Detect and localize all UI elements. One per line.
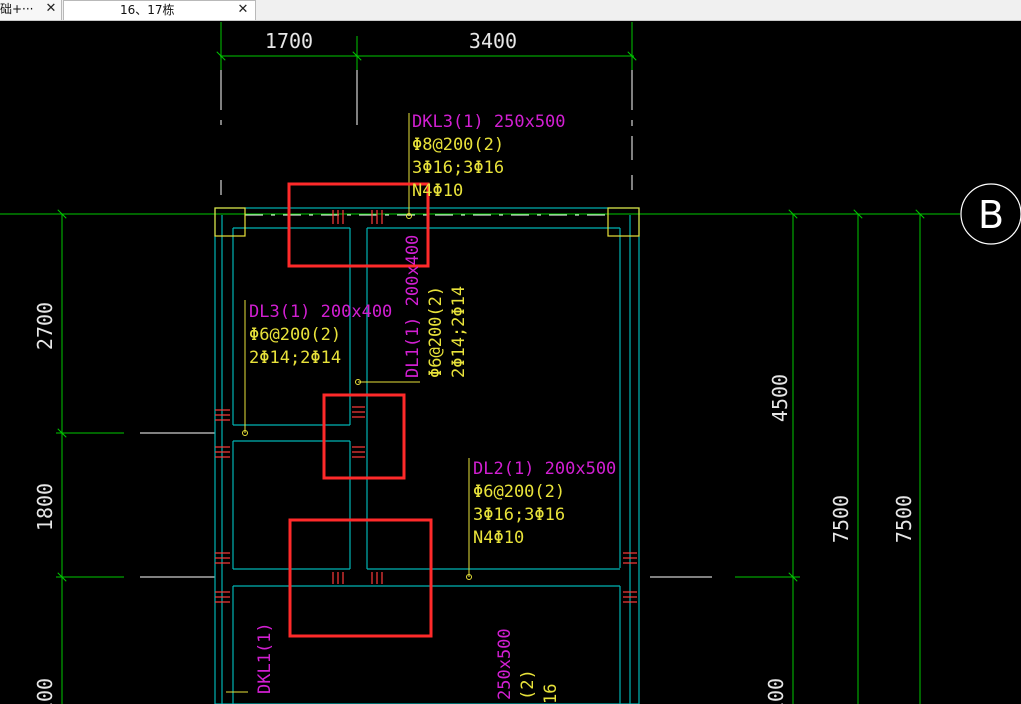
beam-annotation-dkl3[interactable]: DKL3(1) 250x500 Φ8@200(2) 3Φ16;3Φ16 N4Φ1… <box>412 112 566 201</box>
beam-size: 250x500 <box>495 628 515 700</box>
highlight-boxes <box>287 182 433 638</box>
rebar-ticks <box>215 210 637 603</box>
waist-rebar-spec: N4Φ10 <box>412 181 463 201</box>
stirrup-spec: Φ6@200(2) <box>473 482 565 502</box>
highlight-box <box>322 393 406 480</box>
columns <box>214 207 640 237</box>
cad-drawing-canvas[interactable]: B <box>0 20 1021 704</box>
dimension-text: 4500 <box>768 374 792 422</box>
axis-label: B <box>978 193 1004 237</box>
stirrup-spec: Φ6@200(2) <box>426 286 446 378</box>
dimension-text: 7500 <box>829 495 853 543</box>
tab-bar: 础+··· ✕ 16、17栋 ✕ <box>0 0 1021 21</box>
beam-annotation-dl2[interactable]: DL2(1) 200x500 Φ6@200(2) 3Φ16;3Φ16 N4Φ10 <box>473 459 616 548</box>
main-rebar-spec: 2Φ14;2Φ14 <box>449 286 469 378</box>
beam-outlines <box>214 207 640 704</box>
dimension-text: 7500 <box>892 495 916 543</box>
close-icon[interactable]: ✕ <box>45 1 57 16</box>
axis-lines <box>140 70 712 578</box>
waist-rebar-spec: N4Φ10 <box>473 528 524 548</box>
beam-name: DL3(1) 200x400 <box>249 302 392 322</box>
main-rebar-spec: 2Φ14;2Φ14 <box>249 348 341 368</box>
highlight-box <box>287 182 430 268</box>
dimension-text: 2700 <box>33 302 57 350</box>
main-rebar-spec: 3Φ16;3Φ16 <box>412 158 504 178</box>
beam-annotation-dl1[interactable]: DL1(1) 200x400 Φ6@200(2) 2Φ14;2Φ14 <box>403 235 469 378</box>
dimension-text: 3400 <box>469 29 517 53</box>
beam-name: DL2(1) 200x500 <box>473 459 616 479</box>
beam-name: DKL3(1) 250x500 <box>412 112 566 132</box>
beam-annotation-dkl1[interactable]: DKL1(1) <box>255 622 275 694</box>
tab-building-16-17[interactable]: 16、17栋 ✕ <box>63 0 256 20</box>
beam-name: DL1(1) 200x400 <box>403 235 423 378</box>
stirrup-spec: Φ6@200(2) <box>249 325 341 345</box>
dimension-text: 100 <box>764 678 788 704</box>
beam-annotation-dl3[interactable]: DL3(1) 200x400 Φ6@200(2) 2Φ14;2Φ14 <box>249 302 392 368</box>
beam-name: DKL1(1) <box>255 622 275 694</box>
axis-bubble-b: B <box>960 183 1021 245</box>
tab-label: 础+··· <box>0 2 34 16</box>
dimension-text: 100 <box>33 678 57 704</box>
dimension-text: 1700 <box>265 29 313 53</box>
highlight-box <box>288 518 433 638</box>
leader-lines <box>226 113 472 693</box>
main-rebar-spec: 16 <box>541 684 561 704</box>
dimension-lines <box>0 22 960 704</box>
tab-label: 16、17栋 <box>120 3 175 17</box>
tab-foundation[interactable]: 础+··· ✕ <box>0 0 62 20</box>
main-rebar-spec: 3Φ16;3Φ16 <box>473 505 565 525</box>
stirrup-spec: (2) <box>518 669 538 700</box>
beam-annotation-partial[interactable]: 250x500 (2) 16 <box>495 628 561 704</box>
dimension-text: 1800 <box>33 483 57 531</box>
close-icon[interactable]: ✕ <box>237 2 249 17</box>
stirrup-spec: Φ8@200(2) <box>412 135 504 155</box>
